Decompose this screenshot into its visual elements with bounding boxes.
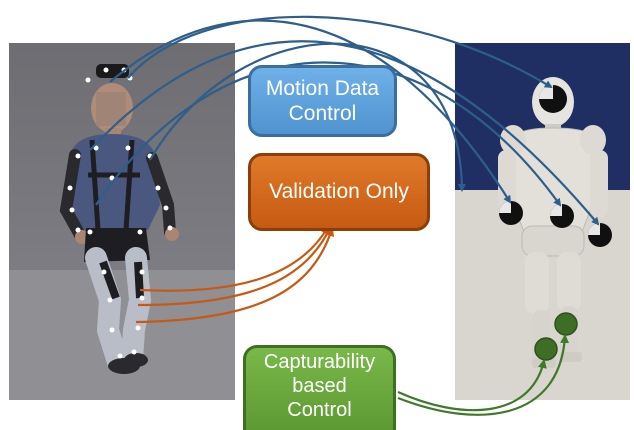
capture-arrows bbox=[397, 334, 570, 416]
arrow-motion-waist bbox=[95, 61, 562, 207]
validation-label: Validation Only bbox=[269, 180, 409, 204]
robot-render bbox=[455, 43, 630, 400]
robot-marker-left-hand bbox=[499, 201, 523, 225]
validation-only-box: Validation Only bbox=[248, 153, 430, 231]
arrow-motion-extra bbox=[149, 42, 466, 192]
capturability-control-box: Capturability based Control bbox=[243, 345, 396, 430]
capture-label-line2: based bbox=[292, 375, 347, 397]
arrow-validation-ankle bbox=[135, 227, 335, 324]
motion-label-line1: Motion Data bbox=[265, 76, 380, 100]
arrow-validation-shin bbox=[137, 226, 332, 307]
robot-marker-right-foot bbox=[554, 312, 578, 336]
motion-label-line2: Control bbox=[288, 102, 357, 125]
arrow-capture-right-foot bbox=[397, 334, 570, 416]
robot-marker-left-foot bbox=[534, 337, 558, 361]
arrow-motion-hand-left bbox=[109, 19, 512, 204]
motion-data-control-box: Motion Data Control bbox=[248, 65, 397, 137]
robot-marker-waist bbox=[550, 204, 574, 228]
robot-marker-head bbox=[539, 85, 567, 113]
arrow-validation-knee bbox=[139, 225, 330, 292]
robot-marker-right-hand bbox=[588, 223, 612, 247]
capture-label-line3: Control bbox=[287, 399, 352, 421]
arrow-capture-left-foot bbox=[397, 359, 547, 412]
arrow-motion-head bbox=[127, 15, 553, 89]
validation-arrows bbox=[135, 225, 335, 324]
capture-label-line1: Capturability bbox=[263, 351, 376, 373]
motion-arrows bbox=[89, 15, 600, 226]
